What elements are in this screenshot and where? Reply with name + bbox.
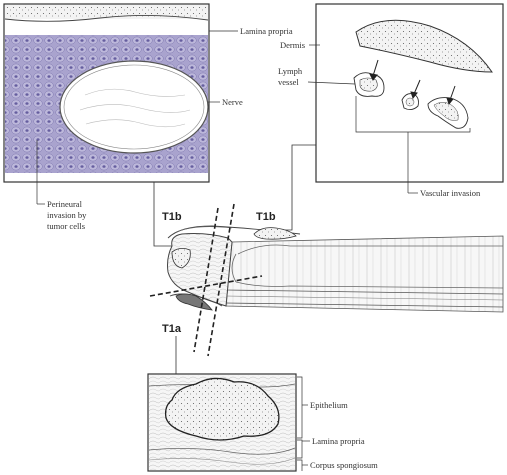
- stage-label-t1a: T1a: [162, 323, 182, 335]
- penile-shaft: [226, 236, 503, 312]
- dermis-callout: Dermis: [280, 40, 320, 50]
- vascular-panel: [316, 4, 503, 182]
- epithelium-panel: [148, 374, 296, 471]
- glans-cross-section: [150, 204, 503, 356]
- lamina-propria-bottom-callout: Lamina propria: [297, 436, 365, 458]
- lamina-propria-bottom-label: Lamina propria: [312, 436, 365, 446]
- vascular-invasion-label: Vascular invasion: [420, 188, 481, 198]
- dermis-label: Dermis: [280, 40, 305, 50]
- perineural-label-line1: Perineural: [47, 199, 83, 209]
- nerve-callout: Nerve: [208, 97, 243, 107]
- perineural-panel: [4, 4, 209, 182]
- tumor-t1b-right: [254, 228, 296, 240]
- stage-label-t1b-left: T1b: [162, 211, 182, 223]
- lymph-label-line2: vessel: [278, 77, 299, 87]
- stage-label-t1b-right: T1b: [256, 211, 276, 223]
- corpus-spongiosum-callout: Corpus spongiosum: [297, 460, 378, 471]
- perineural-label-line2: invasion by: [47, 210, 87, 220]
- perineural-label-line3: tumor cells: [47, 221, 85, 231]
- corpus-spongiosum-label: Corpus spongiosum: [310, 460, 378, 470]
- connector-vascular: [276, 145, 316, 230]
- lamina-propria-top-label: Lamina propria: [240, 26, 293, 36]
- lamina-propria-top-callout: Lamina propria: [209, 26, 293, 36]
- epithelium-label: Epithelium: [310, 400, 348, 410]
- epithelium-bracket: Epithelium: [297, 377, 348, 438]
- nerve-label: Nerve: [222, 97, 243, 107]
- nerve-bundle: [60, 61, 208, 153]
- lymph-label-line1: Lymph: [278, 66, 303, 76]
